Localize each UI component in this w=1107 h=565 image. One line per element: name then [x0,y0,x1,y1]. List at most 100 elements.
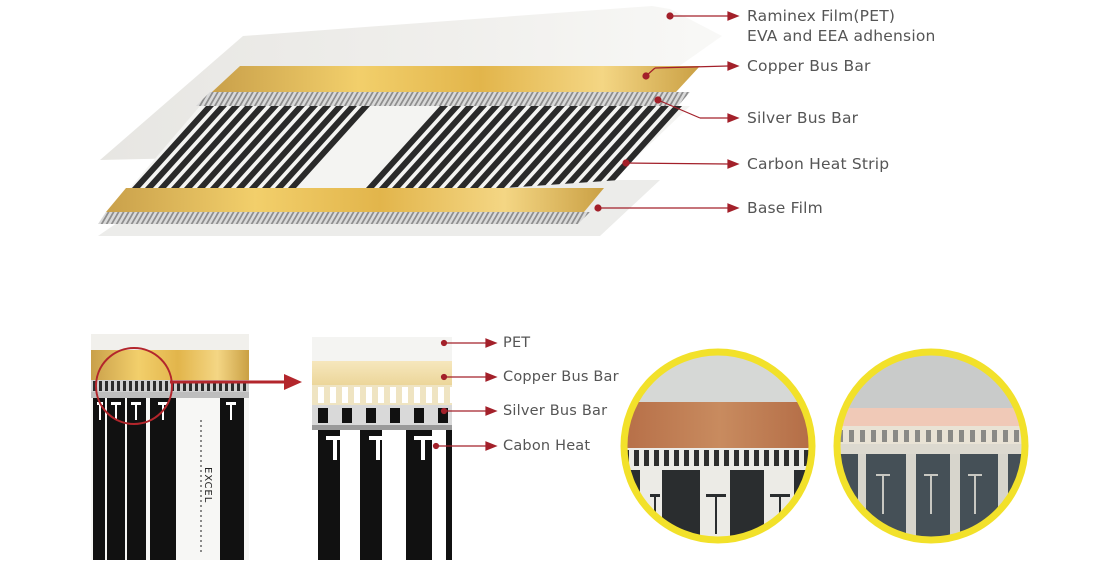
photo-tooth [992,430,997,442]
silver-bus-bar-bottom [98,212,590,224]
silver-tooth [141,381,144,391]
carbon-strip [197,106,279,188]
photo-clear-band [858,454,866,540]
photo-tooth [734,450,739,466]
label-copper-bus-bar: Copper Bus Bar [747,57,871,75]
carbon-strip [132,106,214,188]
silver-tooth [153,381,156,391]
t-mark-stem [376,436,380,460]
label-pet: PET [503,335,531,351]
photo-tooth [724,450,729,466]
photo-t-stem [882,474,884,514]
copper-bus-bar-bottom [106,188,604,212]
photo-tooth [871,430,876,442]
photo-tooth [714,450,719,466]
t-mark-stem [421,436,425,460]
silver-block [366,408,376,423]
photo-tooth [882,430,887,442]
carbon-column [93,398,105,560]
carbon-heat-strip-layer [130,106,690,188]
carbon-strip [483,106,565,188]
carbon-column [406,430,432,560]
carbon-strip [366,106,448,188]
carbon-strip [184,106,266,188]
silver-tooth [219,381,222,391]
photo-tooth [794,450,799,466]
photo-tooth [694,450,699,466]
strip-brand-text: EXCEL [202,466,213,504]
silver-tooth [243,381,246,391]
label-silver-bus-bar: Silver Bus Bar [747,109,859,127]
photo-tooth [959,430,964,442]
silver-block [390,408,400,423]
photo-tooth [1014,430,1019,442]
silver-tooth [189,381,192,391]
carbon-strip [249,106,331,188]
t-mark-stem [135,402,137,420]
carbon-strip [600,106,682,188]
label-detail-silver-bus-bar: Silver Bus Bar [503,403,608,419]
copper-tooth [402,387,408,403]
carbon-strip [561,106,643,188]
photo-tooth [784,450,789,466]
copper-tooth [438,387,444,403]
carbon-column [318,430,340,560]
exploded-view [98,6,722,236]
carbon-strip [587,106,669,188]
carbon-strip [379,106,461,188]
silver-tooth [165,381,168,391]
photo-tooth [634,450,639,466]
photo-t-stem [930,474,932,514]
photo-t-stem [974,474,976,514]
t-mark-stem [230,402,232,420]
carbon-column [116,398,122,560]
photo-clear-band [906,454,916,540]
carbon-column [220,398,244,560]
carbon-strip [431,106,513,188]
photo-clear-band [998,454,1008,540]
carbon-column [360,430,382,560]
copper-tooth [342,387,348,403]
copper-bus-bar-top [212,66,700,92]
t-mark-stem [99,402,101,420]
carbon-strip [418,106,500,188]
photo-tooth [744,450,749,466]
silver-tooth [135,381,138,391]
photo-closeup-left [620,348,816,544]
photo-tooth [664,450,669,466]
silver-tooth [201,381,204,391]
label-raminex-film: Raminex Film(PET) [747,7,896,25]
photo-tooth [915,430,920,442]
silver-tooth [105,381,108,391]
silver-tooth [207,381,210,391]
carbon-strip [535,106,617,188]
photo-tooth [774,450,779,466]
carbon-strip [275,106,357,188]
carbon-strip [444,106,526,188]
photo-tooth [644,450,649,466]
exploded-view-pointers [594,11,740,213]
photo-tooth [849,430,854,442]
silver-tooth [117,381,120,391]
highlight-circle [95,347,173,425]
carbon-strip [496,106,578,188]
silver-tooth [177,381,180,391]
photo-closeup-right [833,348,1029,544]
carbon-strip [548,106,630,188]
photo-tooth [1003,430,1008,442]
carbon-strip [509,106,591,188]
label-detail-copper-bus-bar: Copper Bus Bar [503,369,619,385]
carbon-column [150,398,172,560]
zoomed-schematic [312,337,452,560]
silver-tooth [183,381,186,391]
carbon-strip [236,106,318,188]
film-strip-closeup [91,334,249,560]
carbon-strip [171,106,253,188]
copper-tooth [354,387,360,403]
photo-tooth [754,450,759,466]
carbon-column [170,398,176,560]
copper-tooth [330,387,336,403]
silver-bus-bar-top [196,92,690,106]
carbon-strip [288,106,370,188]
t-mark-stem [333,436,337,460]
